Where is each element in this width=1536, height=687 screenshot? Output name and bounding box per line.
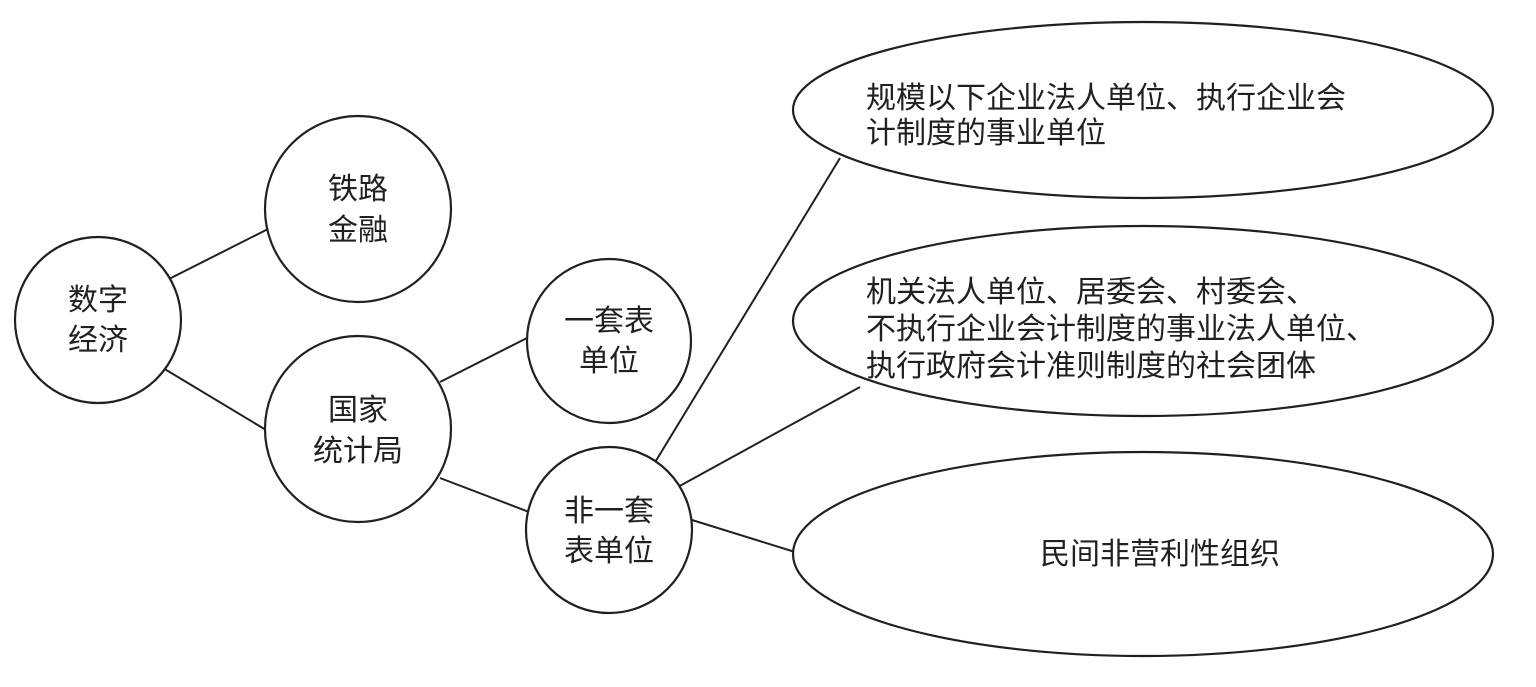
node-label-line: 经济 bbox=[68, 323, 128, 358]
node-label-line: 国家 bbox=[328, 393, 388, 428]
node-non-one-set-units: 非一套 表单位 bbox=[524, 445, 694, 615]
ellipse-label-line: 机关法人单位、居委会、村委会、 bbox=[866, 275, 1316, 310]
node-national-bureau-of-statistics: 国家 统计局 bbox=[263, 334, 453, 524]
node-label-line: 铁路 bbox=[328, 172, 388, 207]
node-label-line: 金融 bbox=[328, 213, 388, 248]
edge-root-nbs bbox=[162, 367, 267, 431]
ellipse-small-enterprises: 规模以下企业法人单位、执行企业会 计制度的事业单位 bbox=[791, 20, 1495, 200]
ellipse-label-line: 规模以下企业法人单位、执行企业会 bbox=[866, 81, 1346, 116]
node-railway-finance: 铁路 金融 bbox=[263, 114, 453, 304]
node-one-set-units: 一套表 单位 bbox=[525, 257, 693, 425]
ellipse-label-line: 执行政府会计准则制度的社会团体 bbox=[866, 349, 1316, 384]
node-label-line: 非一套 bbox=[564, 494, 654, 529]
ellipse-government-organs: 机关法人单位、居委会、村委会、 不执行企业会计制度的事业法人单位、 执行政府会计… bbox=[791, 224, 1495, 418]
node-label-line: 统计局 bbox=[313, 434, 403, 469]
edge-non-one-set-ellipse1 bbox=[653, 157, 841, 465]
ellipse-label-line: 计制度的事业单位 bbox=[866, 116, 1106, 151]
edge-nbs-one-set bbox=[439, 337, 528, 383]
ellipse-label-line: 不执行企业会计制度的事业法人单位、 bbox=[866, 312, 1376, 347]
node-label-line: 数字 bbox=[68, 283, 128, 318]
node-label-line: 一套表 bbox=[564, 304, 654, 339]
edge-nbs-non-one-set bbox=[439, 477, 530, 513]
node-label-line: 表单位 bbox=[564, 534, 654, 569]
ellipse-label-line: 民间非营利性组织 bbox=[1040, 537, 1280, 572]
node-label-line: 单位 bbox=[579, 344, 639, 379]
edge-non-one-set-ellipse2 bbox=[675, 386, 861, 489]
edge-non-one-set-ellipse3 bbox=[691, 519, 796, 553]
ellipse-nonprofit-organizations: 民间非营利性组织 bbox=[791, 450, 1495, 658]
edge-root-railway bbox=[166, 228, 269, 281]
node-digital-economy: 数字 经济 bbox=[13, 235, 183, 405]
